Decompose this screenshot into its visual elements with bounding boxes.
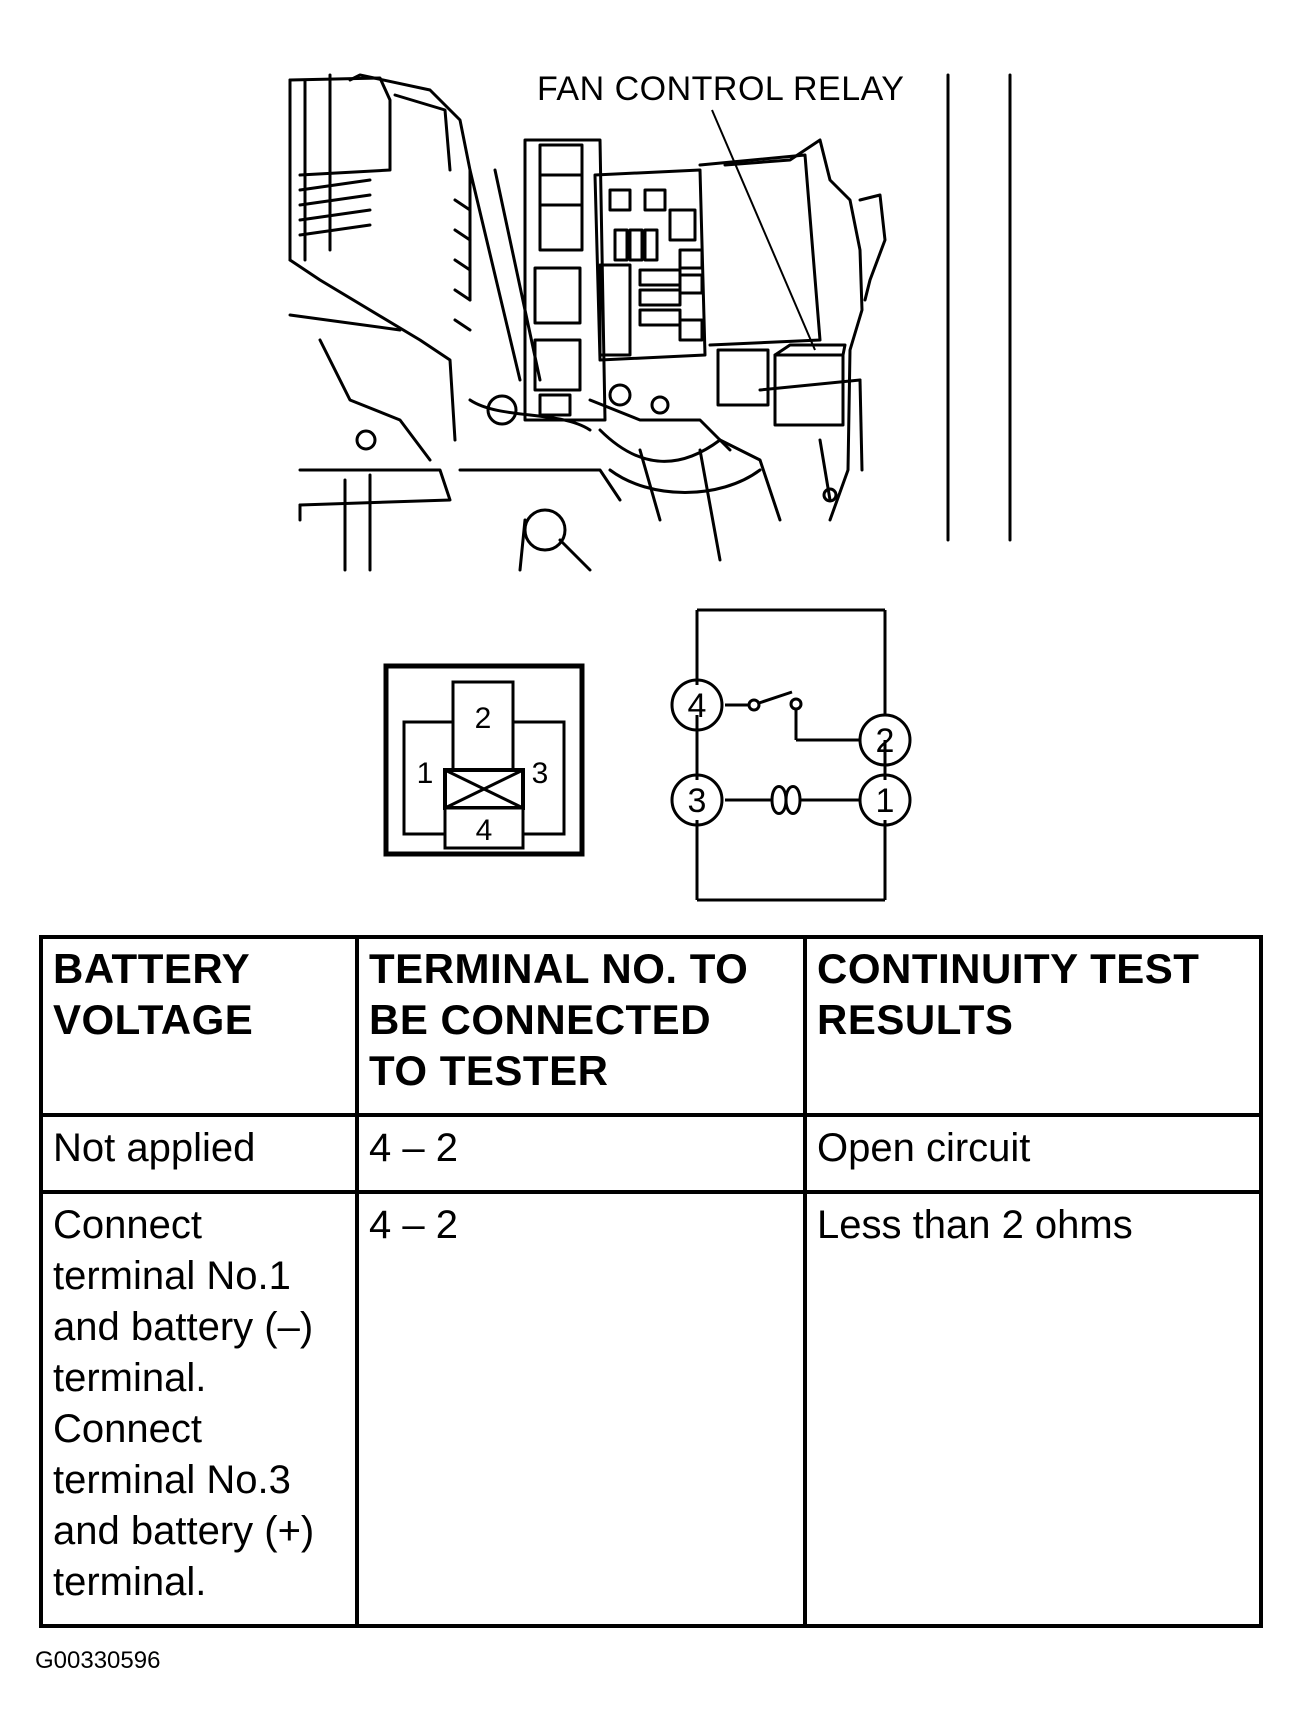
relay-schematic: 4 2 3 1 (670, 608, 912, 902)
continuity-test-table: BATTERY VOLTAGE TERMINAL NO. TO BE CONNE… (39, 935, 1263, 1628)
row2-result: Less than 2 ohms (817, 1203, 1133, 1247)
connector-terminal-2: 2 (475, 702, 492, 735)
row2-terminals: 4 – 2 (369, 1203, 458, 1247)
header-battery-voltage: BATTERY VOLTAGE (53, 945, 254, 1043)
schematic-terminal-3: 3 (688, 782, 707, 820)
relay-connector-diagram: 2 1 3 4 (383, 663, 585, 857)
schematic-terminal-1: 1 (876, 782, 895, 820)
row2-battery-voltage: Connect terminal No.1 and battery (–) te… (53, 1203, 315, 1604)
schematic-terminal-2: 2 (876, 722, 895, 760)
schematic-terminal-4: 4 (688, 687, 707, 725)
header-continuity-results: CONTINUITY TEST RESULTS (817, 945, 1200, 1043)
table-grid (39, 935, 1263, 1628)
header-terminal-no: TERMINAL NO. TO BE CONNECTED TO TESTER (369, 945, 749, 1094)
fan-control-relay-label: FAN CONTROL RELAY (537, 70, 905, 108)
figure-id: G00330596 (35, 1647, 161, 1674)
row1-battery-voltage: Not applied (53, 1126, 256, 1170)
connector-terminal-4: 4 (476, 814, 493, 847)
row1-result: Open circuit (817, 1126, 1031, 1170)
connector-terminal-3: 3 (532, 757, 549, 790)
relay-box-illustration (288, 73, 1012, 572)
connector-terminal-1: 1 (417, 757, 434, 790)
row1-terminals: 4 – 2 (369, 1126, 458, 1170)
